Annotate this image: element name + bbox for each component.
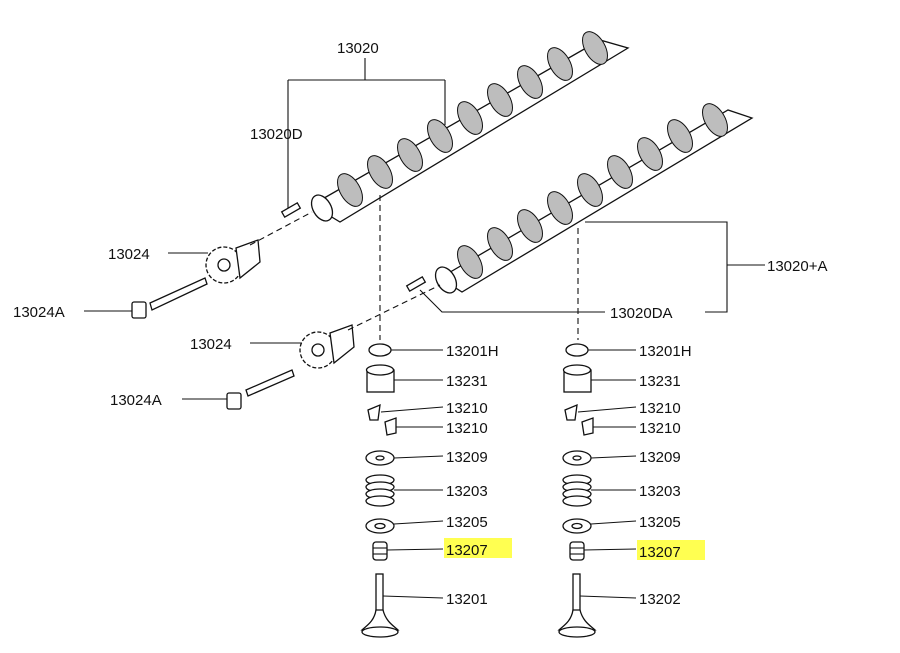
leader-lines (84, 58, 765, 599)
label-right-spring[interactable]: 13203 (639, 483, 681, 500)
label-sprocket-1[interactable]: 13024 (108, 246, 150, 263)
spring-right[interactable] (562, 474, 592, 507)
part-labels: 13020 13020D 13024 13024A 13024 13024A 1… (13, 40, 827, 608)
lifter-right[interactable] (562, 364, 592, 393)
spring-left[interactable] (365, 474, 395, 507)
label-cam1-pin[interactable]: 13020D (250, 126, 303, 143)
highlight-right-seal (637, 540, 705, 560)
bolt-upper[interactable] (131, 277, 208, 319)
label-left-spring[interactable]: 13203 (446, 483, 488, 500)
sprocket-upper[interactable] (205, 239, 261, 284)
label-left-seat[interactable]: 13205 (446, 514, 488, 531)
label-left-lifter[interactable]: 13231 (446, 373, 488, 390)
valve-right[interactable] (557, 573, 597, 638)
highlight-left-seal (444, 538, 512, 558)
collet-right-a[interactable] (564, 403, 578, 421)
label-bolt-1[interactable]: 13024A (13, 304, 65, 321)
label-left-seal[interactable]: 13207 (446, 542, 488, 559)
valve-seal-right[interactable] (569, 541, 585, 561)
label-right-seat[interactable]: 13205 (639, 514, 681, 531)
label-cam2-pin[interactable]: 13020DA (610, 305, 673, 322)
label-left-shim[interactable]: 13201H (446, 343, 499, 360)
collet-left-b[interactable] (384, 417, 397, 436)
label-left-retainer[interactable]: 13209 (446, 449, 488, 466)
camshaft-lower[interactable] (431, 99, 754, 296)
spring-seat-left[interactable] (365, 518, 395, 534)
lifter-left[interactable] (365, 364, 395, 393)
label-right-valve[interactable]: 13202 (639, 591, 681, 608)
valve-left[interactable] (360, 573, 400, 638)
valve-stack-left (360, 343, 400, 638)
valve-stack-right (557, 343, 597, 638)
retainer-left[interactable] (365, 450, 395, 466)
label-cam2[interactable]: 13020+A (767, 258, 827, 275)
collet-right-b[interactable] (581, 417, 594, 436)
label-left-collet-a[interactable]: 13210 (446, 400, 488, 417)
collet-left-a[interactable] (367, 403, 381, 421)
label-right-shim[interactable]: 13201H (639, 343, 692, 360)
shim-right[interactable] (565, 343, 589, 357)
label-right-seal[interactable]: 13207 (639, 544, 681, 561)
label-right-collet-b[interactable]: 13210 (639, 420, 681, 437)
label-right-collet-a[interactable]: 13210 (639, 400, 681, 417)
bolt-lower[interactable] (226, 369, 295, 410)
label-left-valve[interactable]: 13201 (446, 591, 488, 608)
label-cam1[interactable]: 13020 (337, 40, 379, 57)
label-right-lifter[interactable]: 13231 (639, 373, 681, 390)
label-bolt-2[interactable]: 13024A (110, 392, 162, 409)
sprocket-lower[interactable] (299, 324, 355, 369)
dowel-pin-lower[interactable] (405, 276, 427, 292)
dowel-pin-upper[interactable] (280, 202, 302, 218)
valve-seal-left[interactable] (372, 541, 388, 561)
camshaft-upper[interactable] (307, 27, 630, 224)
label-right-retainer[interactable]: 13209 (639, 449, 681, 466)
shim-left[interactable] (368, 343, 392, 357)
label-left-collet-b[interactable]: 13210 (446, 420, 488, 437)
cam-lobes-lower (457, 103, 728, 279)
cam-lobes-upper (337, 31, 608, 207)
retainer-right[interactable] (562, 450, 592, 466)
spring-seat-right[interactable] (562, 518, 592, 534)
label-sprocket-2[interactable]: 13024 (190, 336, 232, 353)
